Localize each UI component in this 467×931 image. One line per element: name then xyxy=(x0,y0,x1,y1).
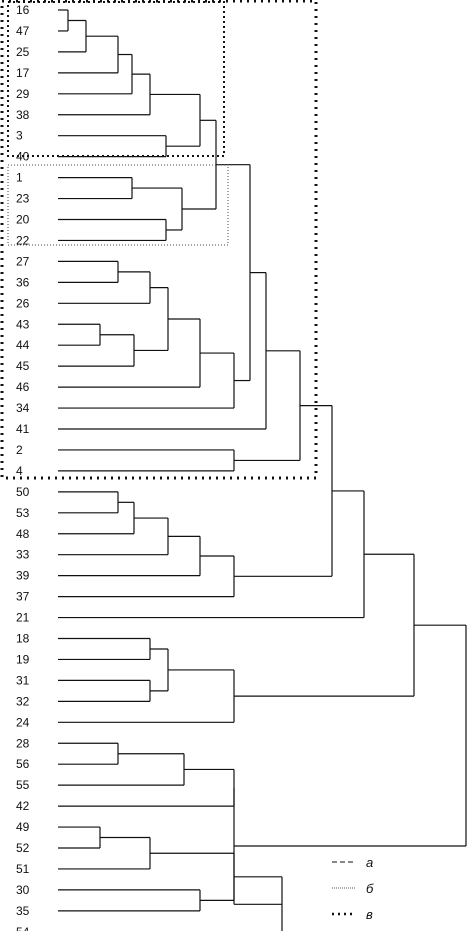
leaf-label: 44 xyxy=(16,338,30,352)
leaf-label: 2 xyxy=(16,443,23,457)
leaf-label: 32 xyxy=(16,694,30,708)
leaf-label: 49 xyxy=(16,820,30,834)
leaf-labels: 1647251729383401232022273626434445463441… xyxy=(16,3,30,931)
leaf-label: 23 xyxy=(16,192,30,206)
leaf-label: 48 xyxy=(16,527,30,541)
leaf-label: 21 xyxy=(16,611,30,625)
leaf-label: 18 xyxy=(16,632,30,646)
leaf-label: 3 xyxy=(16,129,23,143)
leaf-label: 29 xyxy=(16,87,30,101)
leaf-label: 26 xyxy=(16,296,30,310)
leaf-label: 47 xyxy=(16,24,30,38)
cluster-boxes xyxy=(0,0,318,480)
leaf-label: 50 xyxy=(16,485,30,499)
cluster-box-a xyxy=(7,1,225,157)
leaf-label: 20 xyxy=(16,213,30,227)
leaf-label: 33 xyxy=(16,548,30,562)
leaf-label: 42 xyxy=(16,799,30,813)
leaf-label: 25 xyxy=(16,45,30,59)
leaf-label: 54 xyxy=(16,925,30,931)
leaf-label: 17 xyxy=(16,66,30,80)
leaf-label: 27 xyxy=(16,254,30,268)
leaf-label: 36 xyxy=(16,275,30,289)
leaf-label: 1 xyxy=(16,171,23,185)
leaf-label: 34 xyxy=(16,401,30,415)
legend-label: б xyxy=(366,881,374,896)
leaf-label: 24 xyxy=(16,715,30,729)
legend-label: в xyxy=(366,907,373,922)
leaf-label: 28 xyxy=(16,736,30,750)
leaf-label: 55 xyxy=(16,778,30,792)
legend-label: а xyxy=(366,855,373,870)
leaf-label: 43 xyxy=(16,317,30,331)
dendrogram-tree xyxy=(58,9,467,931)
leaf-label: 37 xyxy=(16,590,30,604)
leaf-label: 22 xyxy=(16,233,30,247)
leaf-label: 53 xyxy=(16,506,30,520)
leaf-label: 52 xyxy=(16,841,30,855)
leaf-label: 19 xyxy=(16,652,30,666)
leaf-label: 38 xyxy=(16,108,30,122)
leaf-label: 16 xyxy=(16,3,30,17)
leaf-label: 31 xyxy=(16,673,30,687)
legend: абв xyxy=(332,855,374,922)
leaf-label: 56 xyxy=(16,757,30,771)
leaf-label: 39 xyxy=(16,569,30,583)
leaf-label: 45 xyxy=(16,359,30,373)
leaf-label: 4 xyxy=(16,464,23,478)
leaf-label: 41 xyxy=(16,422,30,436)
leaf-label: 46 xyxy=(16,380,30,394)
leaf-label: 35 xyxy=(16,904,30,918)
leaf-label: 30 xyxy=(16,883,30,897)
cluster-box-c xyxy=(0,0,318,480)
leaf-label: 51 xyxy=(16,862,30,876)
